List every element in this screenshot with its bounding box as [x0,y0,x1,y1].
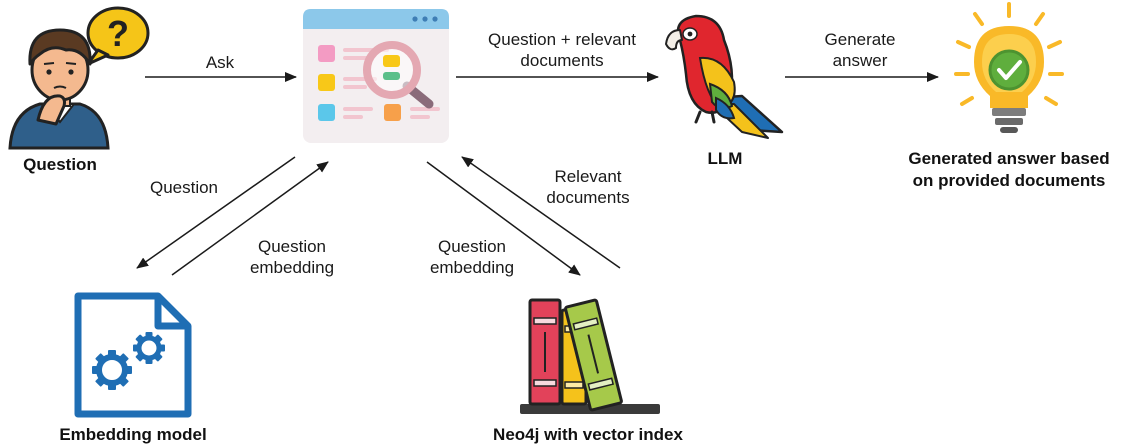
edge-label-line: documents [546,188,630,207]
lightbulb-icon [954,2,1064,133]
edge-label-question: Question [149,178,219,197]
edge-label-line: answer [832,51,888,70]
edge-label-line: Question + relevant [488,30,636,49]
caption-line: on provided documents [912,171,1106,190]
edge-label-line: embedding [429,258,515,277]
books-icon [520,298,660,414]
edge-label-line: embedding [249,258,335,277]
edge-label-generate-answer: Generate answer [800,29,920,71]
parrot-icon [665,14,784,139]
arrow-from-neo4j [461,156,621,269]
svg-text:?: ? [107,13,129,54]
edge-label-relevant-documents: Relevant documents [526,166,650,208]
caption-question: Question [23,155,97,174]
caption-line: Generated answer based [908,149,1110,168]
edge-label-question-relevant-documents: Question + relevant documents [462,29,662,71]
edge-label-line: Question [437,237,507,256]
edge-label-line: Relevant [554,167,622,186]
gears-document-icon [74,292,192,418]
caption-llm: LLM [707,149,743,168]
arrow-from-embedding [171,161,329,276]
edge-label-ask: Ask [205,53,235,72]
caption-generated-answer: Generated answer based on provided docum… [884,148,1134,192]
edge-label-line: documents [520,51,604,70]
arrow-to-neo4j [426,161,581,276]
caption-neo4j-vector-index: Neo4j with vector index [493,425,683,444]
edge-label-line: Generate [824,30,896,49]
caption-embedding-model: Embedding model [59,425,207,444]
edge-label-question-embedding-return: Question embedding [232,236,352,278]
edge-label-line: Question [257,237,327,256]
arrow-to-embedding [136,156,296,269]
document-search-icon [303,9,449,143]
edge-label-question-embedding-to-neo4j: Question embedding [412,236,532,278]
user-question-icon: ? [8,6,150,150]
